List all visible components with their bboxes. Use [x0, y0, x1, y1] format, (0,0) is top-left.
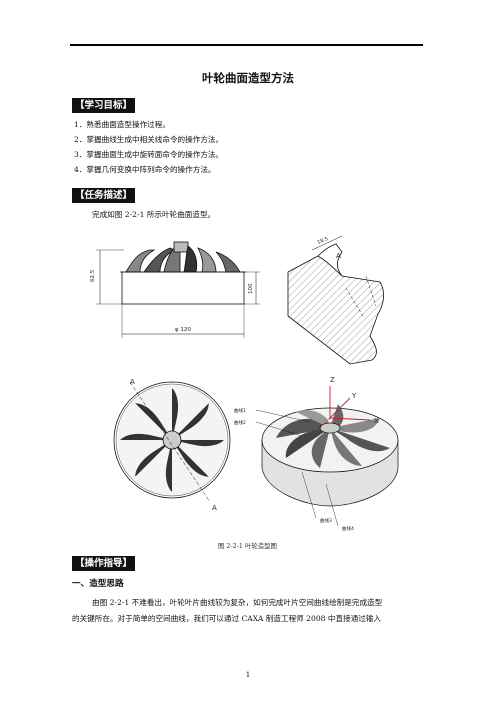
- curve-1-label: 曲线1: [234, 407, 246, 414]
- section-view: [287, 235, 384, 365]
- figure-caption: 图 2-2-1 叶轮造型图: [218, 542, 277, 550]
- section-heading-guide: 【操作指导】: [72, 556, 136, 571]
- blade-profile: [215, 251, 241, 273]
- dim-line: [311, 235, 343, 251]
- dim-base-label: 100: [248, 283, 254, 294]
- section-label: A: [336, 252, 341, 260]
- goals-list: 1．熟悉曲面造型操作过程。 2．掌握曲线生成中相关线命令的操作方法。 3．掌握曲…: [74, 117, 223, 177]
- goal-item: 4．掌握几何变换中阵列命令的操作方法。: [74, 165, 216, 174]
- axis-y-line: [329, 397, 351, 419]
- leader-line: [301, 471, 317, 519]
- section-heading-task: 【任务描述】: [72, 188, 136, 203]
- view-arrow-bottom-label: A: [212, 504, 217, 512]
- impeller-drawing-figure: 62.5 100 φ 120 18.5 A A: [90, 235, 399, 532]
- document-title: 叶轮曲面造型方法: [202, 71, 294, 85]
- curve-3-label: 曲线3: [320, 517, 332, 524]
- axis-y-label: Y: [351, 392, 357, 400]
- hub-top: [173, 241, 189, 253]
- blade-profile: [197, 247, 217, 273]
- axis-x-line: [329, 417, 371, 421]
- axis-helper-line: [311, 417, 331, 437]
- page-number: 1: [245, 670, 251, 679]
- base-rect: [121, 271, 245, 305]
- dim-top-label: 18.5: [317, 236, 330, 246]
- iso-blade-array: [276, 404, 390, 468]
- section-blade-edge: [317, 243, 343, 277]
- body-line: 由图 2-2-1 不难看出，叶轮叶片曲线较为复杂，如何完成叶片空间曲线绘制是完成…: [92, 598, 383, 607]
- section-heading-goals: 【学习目标】: [72, 98, 136, 113]
- task-description: 完成如图 2-2-1 所示叶轮曲面造型。: [92, 210, 216, 219]
- leader-line: [255, 409, 311, 423]
- leader-line: [255, 421, 303, 437]
- top-view: [113, 381, 231, 503]
- goal-item: 2．掌握曲线生成中相关线命令的操作方法。: [74, 135, 224, 144]
- center-line: [345, 287, 365, 319]
- goal-item: 1．熟悉曲面造型操作过程。: [74, 120, 170, 129]
- body-line: 的关键所在。对于简单的空间曲线，我们可以通过 CAXA 制造工程师 2008 中…: [72, 614, 382, 623]
- curve-2-label: 曲线2: [234, 419, 246, 426]
- section-cut-line: [129, 381, 211, 503]
- dim-height-label: 62.5: [90, 269, 96, 282]
- header-rule: [70, 44, 423, 46]
- iso-hub: [319, 422, 341, 434]
- goal-item: 3．掌握曲面生成中旋转面命令的操作方法。: [74, 150, 224, 159]
- axis-z-label: Z: [330, 376, 335, 384]
- hub-circle: [162, 430, 182, 450]
- front-view: [96, 241, 260, 338]
- axis-x-label: X: [374, 417, 379, 425]
- dim-diameter-label: φ 120: [175, 327, 191, 333]
- curve-4-label: 曲线4: [342, 525, 354, 532]
- hatched-section: [287, 255, 384, 365]
- coordinate-axes: [311, 386, 371, 437]
- isometric-view: [255, 386, 399, 527]
- leader-line: [325, 483, 339, 527]
- center-line: [365, 275, 377, 307]
- blade-profile: [125, 249, 156, 273]
- heading-approach: 一、造型思路: [72, 579, 124, 589]
- view-arrow-top-label: A: [130, 378, 135, 386]
